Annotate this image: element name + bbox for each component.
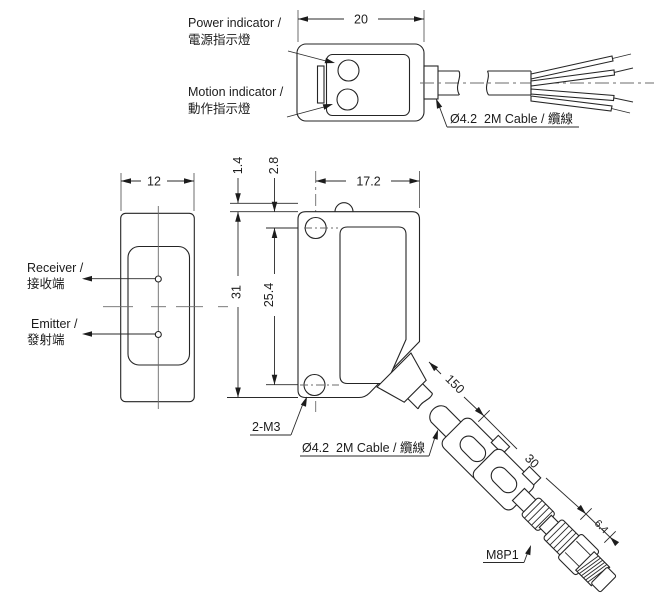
cable-break [485, 70, 489, 96]
leader-line [287, 50, 327, 62]
dim-arrow [235, 387, 241, 398]
dim-hole-offset: 2.8 [267, 157, 281, 174]
side-view: 12 Receiver / 接收端 Emitter / 發射端 [27, 173, 228, 409]
dim-arrow [414, 16, 424, 22]
dim-side-width: 12 [147, 175, 161, 189]
leader-arrow [436, 98, 443, 109]
boot-tab [521, 465, 542, 486]
motion-led [336, 88, 359, 111]
dim-arrow [271, 201, 278, 212]
leader-line [290, 400, 305, 436]
wire [530, 55, 614, 80]
indicator-slot [316, 65, 325, 104]
power-indicator-label-zh: 電源指示燈 [188, 32, 251, 47]
dim-arrow [409, 178, 420, 184]
dim-connector-head: 6.4 [592, 517, 611, 536]
leader-arrow [82, 331, 92, 337]
cable-gland-top [423, 65, 439, 100]
leader-arrow [324, 57, 335, 64]
power-indicator-label-en: Power indicator / [188, 16, 282, 30]
motion-indicator-label-zh: 動作指示燈 [188, 101, 251, 116]
dim-connector-length: 30 [522, 451, 542, 471]
emitter-label-zh: 發射端 [27, 332, 65, 347]
dim-front-width: 17.2 [356, 175, 380, 189]
leader-arrow [432, 429, 438, 440]
dim-arrow [474, 406, 484, 416]
leader-arrow [322, 104, 333, 110]
dim-front-height: 31 [230, 285, 244, 299]
leader-line [286, 106, 325, 118]
cable-spec-label-top: Ø4.2 2M Cable / 纜線 [450, 111, 573, 126]
front-view: 1.4 31 2.8 25.4 17.2 2-M3 Ø4.2 2M C [227, 157, 438, 457]
top-cover-plate [325, 53, 411, 117]
receiver-aperture [154, 275, 162, 283]
dim-arrow [429, 362, 439, 372]
dim-arrow [610, 537, 620, 547]
wire-tip [613, 67, 634, 73]
leader-arrow [82, 275, 92, 282]
dim-hole-spacing: 25.4 [262, 283, 276, 307]
adjuster-bump [334, 202, 354, 212]
dim-arrow [184, 178, 194, 184]
dim-arrow [271, 374, 278, 385]
wire-tip [612, 53, 632, 59]
dim-bump-height: 1.4 [231, 157, 245, 174]
wire [530, 69, 616, 87]
wire [530, 95, 613, 112]
dim-line-30 [483, 415, 518, 450]
dim-arrow [121, 178, 131, 184]
boot-slot [490, 466, 518, 494]
cable-spec-label-bottom: Ø4.2 2M Cable / 纜線 [302, 440, 425, 455]
cable-gland [376, 352, 427, 403]
receiver-label-en: Receiver / [27, 261, 84, 275]
wire-tip [611, 108, 631, 114]
top-view: 20 Power indicator / 電源指示燈 Motion indica… [188, 10, 654, 128]
mount-hole-label: 2-M3 [252, 420, 281, 434]
thread-label: M8P1 [486, 548, 519, 562]
dim-cable-length: 150 [443, 372, 468, 397]
dim-top-width: 20 [354, 13, 368, 27]
emitter-label-en: Emitter / [31, 317, 78, 331]
cable-break [456, 70, 461, 96]
emitter-aperture [154, 330, 162, 339]
cable-break [417, 393, 434, 410]
dim-arrow [315, 178, 326, 184]
power-led [337, 59, 360, 82]
receiver-label-zh: 接收端 [27, 276, 65, 291]
connector-end-face [591, 567, 617, 593]
wire-tip [613, 97, 634, 103]
dim-arrow [576, 504, 586, 514]
motion-indicator-label-en: Motion indicator / [188, 85, 284, 99]
cable-jacket [407, 398, 419, 410]
leader-arrow [300, 396, 307, 407]
wire [530, 88, 615, 102]
boot-tab [490, 434, 511, 455]
cable-jacket [422, 383, 433, 395]
cable-connector-assembly [376, 352, 617, 593]
wire-leads [530, 53, 634, 114]
leader-arrow [525, 545, 531, 556]
lens-window [339, 226, 407, 385]
dim-arrow [271, 228, 278, 238]
dim-arrow [235, 211, 241, 222]
thread-label-group: M8P1 [483, 545, 531, 563]
dim-arrow [298, 16, 308, 22]
dim-arrow [235, 193, 241, 204]
